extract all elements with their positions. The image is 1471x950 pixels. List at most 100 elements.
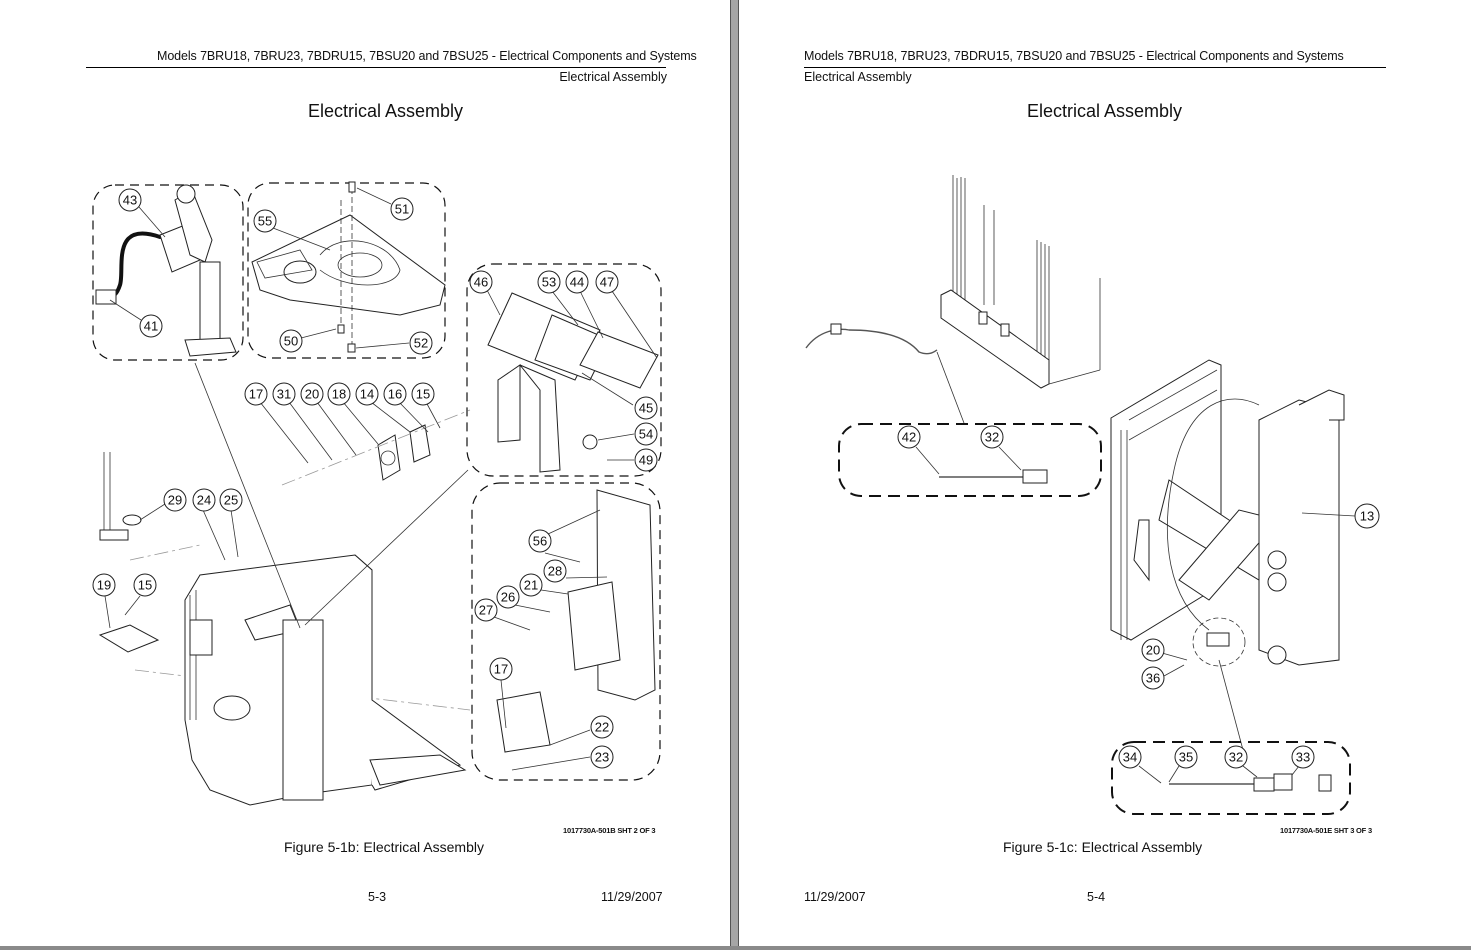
sensor-plug (1253, 777, 1275, 792)
callout-36: 36 (1141, 666, 1165, 690)
callout-51: 51 (390, 197, 414, 221)
sensor-magnet (1318, 774, 1332, 792)
callout-18: 18 (327, 382, 351, 406)
console-part (251, 181, 446, 353)
svg-text:15: 15 (138, 578, 152, 593)
callout-47: 47 (595, 270, 619, 294)
svg-text:41: 41 (144, 319, 158, 334)
page-date: 11/29/2007 (804, 890, 866, 904)
left-page: Models 7BRU18, 7BRU23, 7BDRU15, 7BSU20 a… (0, 0, 731, 946)
callout-41: 41 (139, 314, 163, 338)
svg-text:51: 51 (395, 202, 409, 217)
svg-text:46: 46 (474, 275, 488, 290)
callout-29: 29 (163, 488, 187, 512)
drawing-sheet-id: 1017730A-501B SHT 2 OF 3 (563, 826, 656, 835)
detail-box-panel (471, 482, 661, 781)
callout-49: 49 (634, 448, 658, 472)
callout-43: 43 (118, 188, 142, 212)
running-head: Models 7BRU18, 7BRU23, 7BDRU15, 7BSU20 a… (804, 49, 1344, 63)
svg-text:13: 13 (1360, 509, 1374, 524)
detail-box-sensor-cable (1111, 741, 1351, 815)
right-page: Models 7BRU18, 7BRU23, 7BDRU15, 7BSU20 a… (738, 0, 1471, 946)
callout-42: 42 (897, 425, 921, 449)
svg-text:16: 16 (388, 387, 402, 402)
callout-55: 55 (253, 209, 277, 233)
svg-text:27: 27 (479, 603, 493, 618)
cable-connector (830, 323, 842, 335)
mast-channel-part (940, 175, 1101, 389)
page-number: 5-4 (1087, 890, 1106, 904)
callout-17b: 17 (489, 657, 513, 681)
svg-text:55: 55 (258, 214, 272, 229)
page-title: Electrical Assembly (308, 101, 464, 121)
callout-26: 26 (496, 585, 520, 609)
svg-text:43: 43 (123, 193, 137, 208)
page-title: Electrical Assembly (1027, 101, 1183, 121)
lift-carriage-part (1110, 359, 1345, 666)
drawing-sheet-id: 1017730A-501E SHT 3 OF 3 (1280, 826, 1372, 835)
svg-text:23: 23 (595, 750, 609, 765)
callout-46: 46 (469, 270, 493, 294)
svg-text:34: 34 (1123, 750, 1137, 765)
callout-31: 31 (272, 382, 296, 406)
svg-text:56: 56 (533, 534, 547, 549)
svg-text:35: 35 (1179, 750, 1193, 765)
callout-leaders (104, 187, 658, 771)
running-head: Models 7BRU18, 7BRU23, 7BDRU15, 7BSU20 a… (157, 49, 697, 63)
callout-13: 13 (1354, 503, 1380, 529)
panel-part (496, 489, 656, 753)
exploded-view-drawing: 42 32 13 20 36 34 35 32 33 (805, 175, 1380, 815)
callout-35: 35 (1174, 745, 1198, 769)
cable-plug (1022, 469, 1048, 484)
svg-text:36: 36 (1146, 671, 1160, 686)
callout-52: 52 (409, 331, 433, 355)
callout-15: 15 (411, 382, 435, 406)
svg-text:54: 54 (639, 427, 653, 442)
callout-20: 20 (300, 382, 324, 406)
callout-21: 21 (519, 573, 543, 597)
callout-25: 25 (219, 488, 243, 512)
svg-text:20: 20 (305, 387, 319, 402)
callout-44: 44 (565, 270, 589, 294)
callout-33: 33 (1291, 745, 1315, 769)
svg-text:31: 31 (277, 387, 291, 402)
callout-28: 28 (543, 559, 567, 583)
header-rule (86, 67, 666, 68)
callout-53: 53 (537, 270, 561, 294)
svg-text:29: 29 (168, 493, 182, 508)
callout-16: 16 (383, 382, 407, 406)
svg-text:28: 28 (548, 564, 562, 579)
sensor-detail-circle (1192, 617, 1246, 667)
callout-20: 20 (1141, 638, 1165, 662)
exploded-view-drawing: 43 41 55 51 50 52 46 53 44 47 45 54 49 1… (92, 181, 662, 806)
section-label: Electrical Assembly (559, 70, 667, 84)
svg-text:17: 17 (494, 662, 508, 677)
svg-text:22: 22 (595, 720, 609, 735)
svg-text:17: 17 (249, 387, 263, 402)
callout-22: 22 (590, 715, 614, 739)
callout-54: 54 (634, 422, 658, 446)
sensor-housing (1273, 773, 1293, 791)
svg-text:26: 26 (501, 590, 515, 605)
control-handle-part (95, 184, 237, 357)
callout-34: 34 (1118, 745, 1142, 769)
svg-text:52: 52 (414, 336, 428, 351)
svg-text:21: 21 (524, 578, 538, 593)
svg-text:19: 19 (97, 578, 111, 593)
callout-56: 56 (528, 529, 552, 553)
sensor-cable (805, 328, 938, 355)
callout-23: 23 (590, 745, 614, 769)
viewer-bottom-edge (0, 946, 1471, 950)
truck-frame-part (184, 554, 467, 806)
callout-32b: 32 (1224, 745, 1248, 769)
callout-50: 50 (279, 329, 303, 353)
svg-text:15: 15 (416, 387, 430, 402)
svg-text:47: 47 (600, 275, 614, 290)
detail-box-console (247, 182, 446, 359)
bracket-part (487, 292, 659, 473)
svg-text:33: 33 (1296, 750, 1310, 765)
callout-14: 14 (355, 382, 379, 406)
svg-text:32: 32 (1229, 750, 1243, 765)
callout-19: 19 (92, 573, 116, 597)
svg-text:42: 42 (902, 430, 916, 445)
